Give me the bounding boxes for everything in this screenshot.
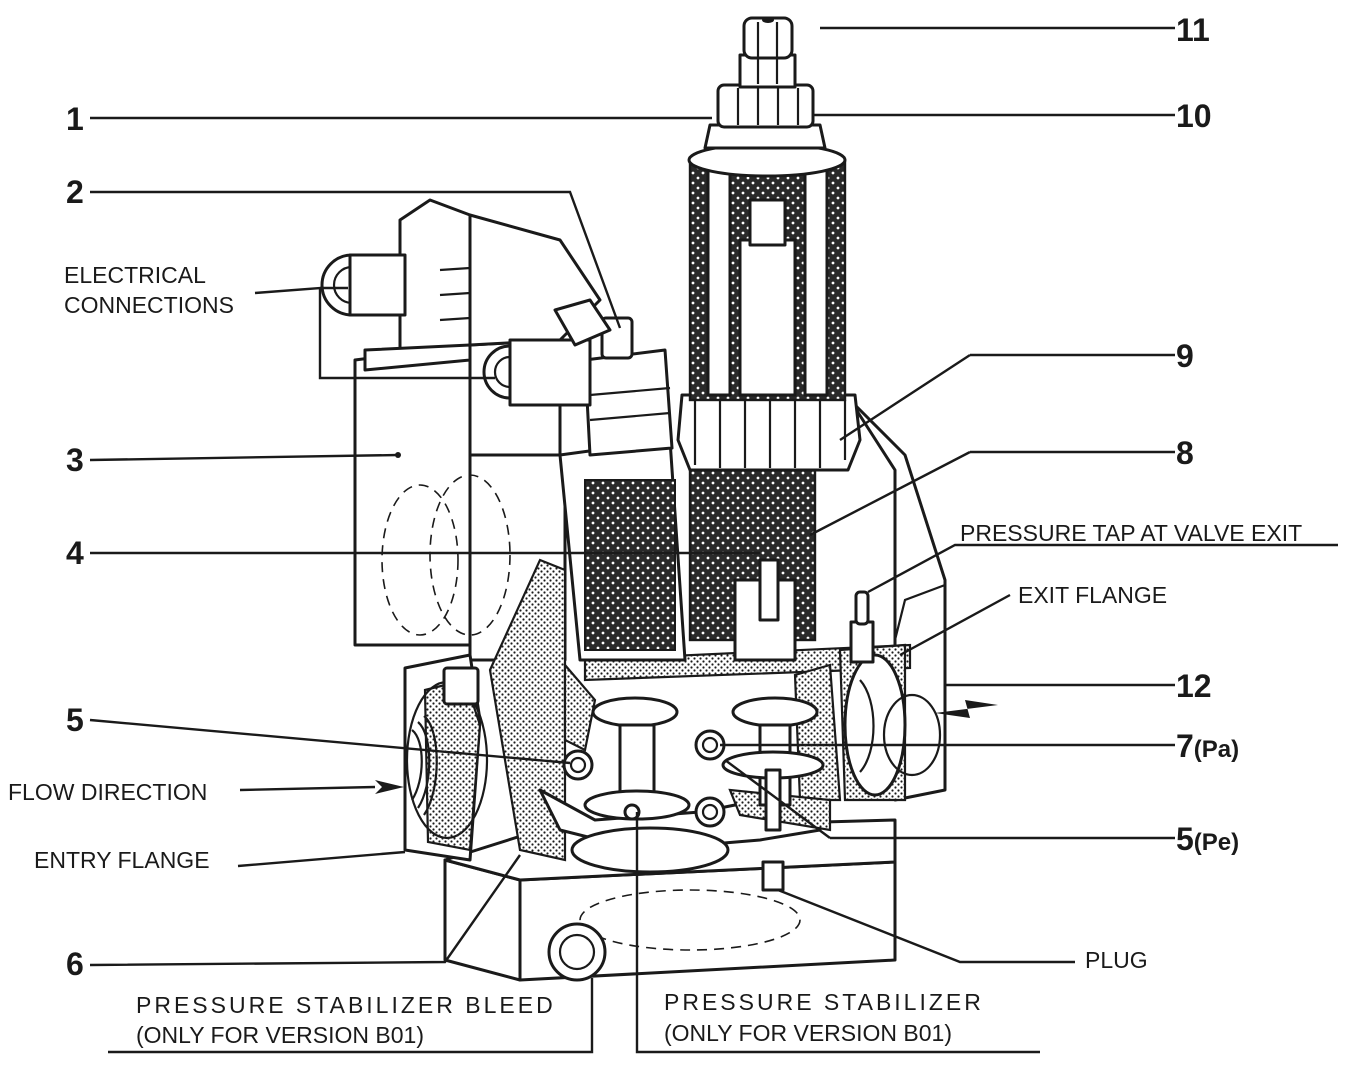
label-exit-flange: EXIT FLANGE	[1018, 582, 1167, 608]
callout-3: 3	[66, 442, 84, 478]
label-flow-direction: FLOW DIRECTION	[8, 779, 207, 805]
label-pressure-tap: PRESSURE TAP AT VALVE EXIT	[960, 520, 1302, 546]
callout-9: 9	[1176, 338, 1194, 374]
label-plug: PLUG	[1085, 947, 1148, 973]
callout-1: 1	[66, 101, 84, 137]
label-electrical-line1: ELECTRICAL	[64, 262, 206, 288]
callout-numbers: 1 2 3 4 5 6 11 10 9 8 12 7(Pa) 5(Pe)	[66, 12, 1239, 982]
label-electrical-line2: CONNECTIONS	[64, 292, 234, 318]
label-stabilizer-line1: PRESSURE STABILIZER	[664, 989, 984, 1015]
callout-5pe-subscript: (Pe)	[1194, 829, 1239, 856]
callout-5pe-number: 5	[1176, 821, 1194, 857]
stabilizer-bleed-port	[547, 922, 607, 982]
valve-chamber	[538, 643, 912, 892]
label-bleed-line2: (ONLY FOR VERSION B01)	[136, 1022, 424, 1048]
valve-illustration	[320, 16, 998, 982]
label-entry-flange: ENTRY FLANGE	[34, 847, 210, 873]
label-stabilizer-line2: (ONLY FOR VERSION B01)	[664, 1020, 952, 1046]
callout-5-pe: 5(Pe)	[1176, 821, 1239, 857]
callout-8: 8	[1176, 435, 1194, 471]
callout-4: 4	[66, 535, 84, 571]
callout-7-pa: 7(Pa)	[1176, 728, 1239, 764]
entry-flange-section	[403, 558, 567, 862]
leader-lines	[89, 26, 1338, 1054]
text-labels: ELECTRICAL CONNECTIONS PRESSURE TAP AT V…	[8, 262, 1302, 1048]
callout-10: 10	[1176, 98, 1212, 134]
label-bleed-line1: PRESSURE STABILIZER BLEED	[136, 992, 556, 1018]
callout-6: 6	[66, 946, 84, 982]
callout-11: 11	[1176, 12, 1210, 48]
actuator-column	[676, 16, 862, 662]
callout-5: 5	[66, 702, 84, 738]
callout-7-number: 7	[1176, 728, 1194, 764]
main-solenoid	[558, 316, 687, 662]
exit-flange-section	[838, 590, 998, 802]
plug	[761, 860, 785, 892]
callout-2: 2	[66, 174, 84, 210]
callout-12: 12	[1176, 668, 1212, 704]
electrical-connectors	[320, 198, 612, 407]
callout-7-subscript: (Pa)	[1194, 736, 1239, 763]
pressure-tap	[849, 620, 875, 664]
